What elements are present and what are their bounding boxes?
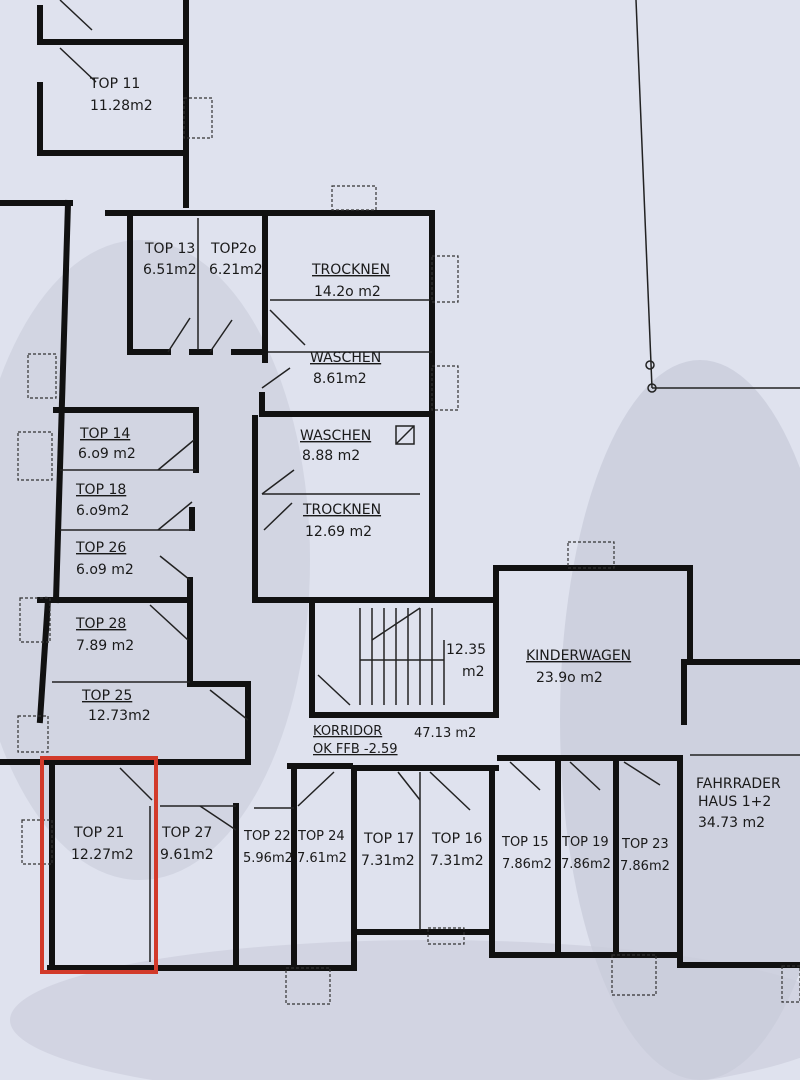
label-top20-area: 6.21m2 bbox=[209, 262, 263, 278]
label-korridor-name: KORRIDOR bbox=[313, 724, 382, 739]
window-symbols bbox=[17, 97, 800, 1005]
label-top25-name: TOP 25 bbox=[81, 688, 132, 704]
label-top26-name: TOP 26 bbox=[75, 540, 126, 556]
label-top24-area: 7.61m2 bbox=[297, 851, 347, 866]
label-trocknen1-area: 14.2o m2 bbox=[314, 284, 381, 300]
label-trocknen1-name: TROCKNEN bbox=[311, 262, 390, 278]
shadow-bottom bbox=[10, 940, 800, 1080]
walls bbox=[0, 0, 800, 971]
label-top24-name: TOP 24 bbox=[297, 829, 345, 844]
room-labels: TOP 11 11.28m2 TOP 13 6.51m2 TOP2o 6.21m… bbox=[71, 76, 781, 874]
label-waschen2-name: WASCHEN bbox=[300, 428, 371, 444]
reference-points bbox=[645, 360, 657, 393]
label-top16-area: 7.31m2 bbox=[430, 853, 484, 869]
stair-marker-diagonal bbox=[395, 425, 415, 445]
label-top21-area: 12.27m2 bbox=[71, 847, 134, 863]
label-top14-name: TOP 14 bbox=[79, 426, 130, 442]
label-trocknen2-area: 12.69 m2 bbox=[305, 524, 372, 540]
label-top23-area: 7.86m2 bbox=[620, 859, 670, 874]
thin-lines bbox=[52, 0, 800, 962]
label-top11-area: 11.28m2 bbox=[90, 98, 153, 114]
shadow-right bbox=[560, 360, 800, 1080]
label-top23-name: TOP 23 bbox=[621, 837, 669, 852]
label-fahrrader-area: 34.73 m2 bbox=[698, 815, 765, 831]
label-top20-name: TOP2o bbox=[210, 241, 257, 257]
label-trocknen2-name: TROCKNEN bbox=[302, 502, 381, 518]
label-top28-name: TOP 28 bbox=[75, 616, 126, 632]
label-fahrrader-house: HAUS 1+2 bbox=[698, 794, 771, 810]
label-top21-name: TOP 21 bbox=[73, 825, 124, 841]
label-top14-area: 6.o9 m2 bbox=[78, 446, 136, 462]
label-top13-area: 6.51m2 bbox=[143, 262, 197, 278]
label-kinderwagen-name: KINDERWAGEN bbox=[526, 648, 631, 664]
label-fahrrader-name: FAHRRADER bbox=[696, 776, 781, 792]
highlight-box bbox=[40, 756, 158, 974]
label-top27-name: TOP 27 bbox=[161, 825, 212, 841]
label-korridor-level: OK FFB -2.59 bbox=[313, 742, 398, 757]
label-stair-unit: m2 bbox=[462, 664, 485, 680]
label-top19-area: 7.86m2 bbox=[561, 857, 611, 872]
label-waschen1-area: 8.61m2 bbox=[313, 371, 367, 387]
label-top28-area: 7.89 m2 bbox=[76, 638, 134, 654]
label-top11-name: TOP 11 bbox=[89, 76, 140, 92]
label-waschen2-area: 8.88 m2 bbox=[302, 448, 360, 464]
label-top19-name: TOP 19 bbox=[561, 835, 609, 850]
label-top18-area: 6.o9m2 bbox=[76, 503, 129, 519]
label-top15-name: TOP 15 bbox=[501, 835, 549, 850]
label-stair-area: 12.35 bbox=[446, 642, 486, 658]
label-waschen1-name: WASCHEN bbox=[310, 350, 381, 366]
label-top15-area: 7.86m2 bbox=[502, 857, 552, 872]
label-top18-name: TOP 18 bbox=[75, 482, 126, 498]
label-top16-name: TOP 16 bbox=[431, 831, 482, 847]
label-top22-name: TOP 22 bbox=[243, 829, 291, 844]
stair-marker bbox=[395, 425, 415, 445]
label-top22-area: 5.96m2 bbox=[243, 851, 293, 866]
label-top17-name: TOP 17 bbox=[363, 831, 414, 847]
label-top13-name: TOP 13 bbox=[144, 241, 195, 257]
label-korridor-area: 47.13 m2 bbox=[414, 726, 476, 741]
label-top26-area: 6.o9 m2 bbox=[76, 562, 134, 578]
shadow-left bbox=[0, 240, 310, 880]
label-top27-area: 9.61m2 bbox=[160, 847, 214, 863]
label-top25-area: 12.73m2 bbox=[88, 708, 151, 724]
label-top17-area: 7.31m2 bbox=[361, 853, 415, 869]
label-kinderwagen-area: 23.9o m2 bbox=[536, 670, 603, 686]
